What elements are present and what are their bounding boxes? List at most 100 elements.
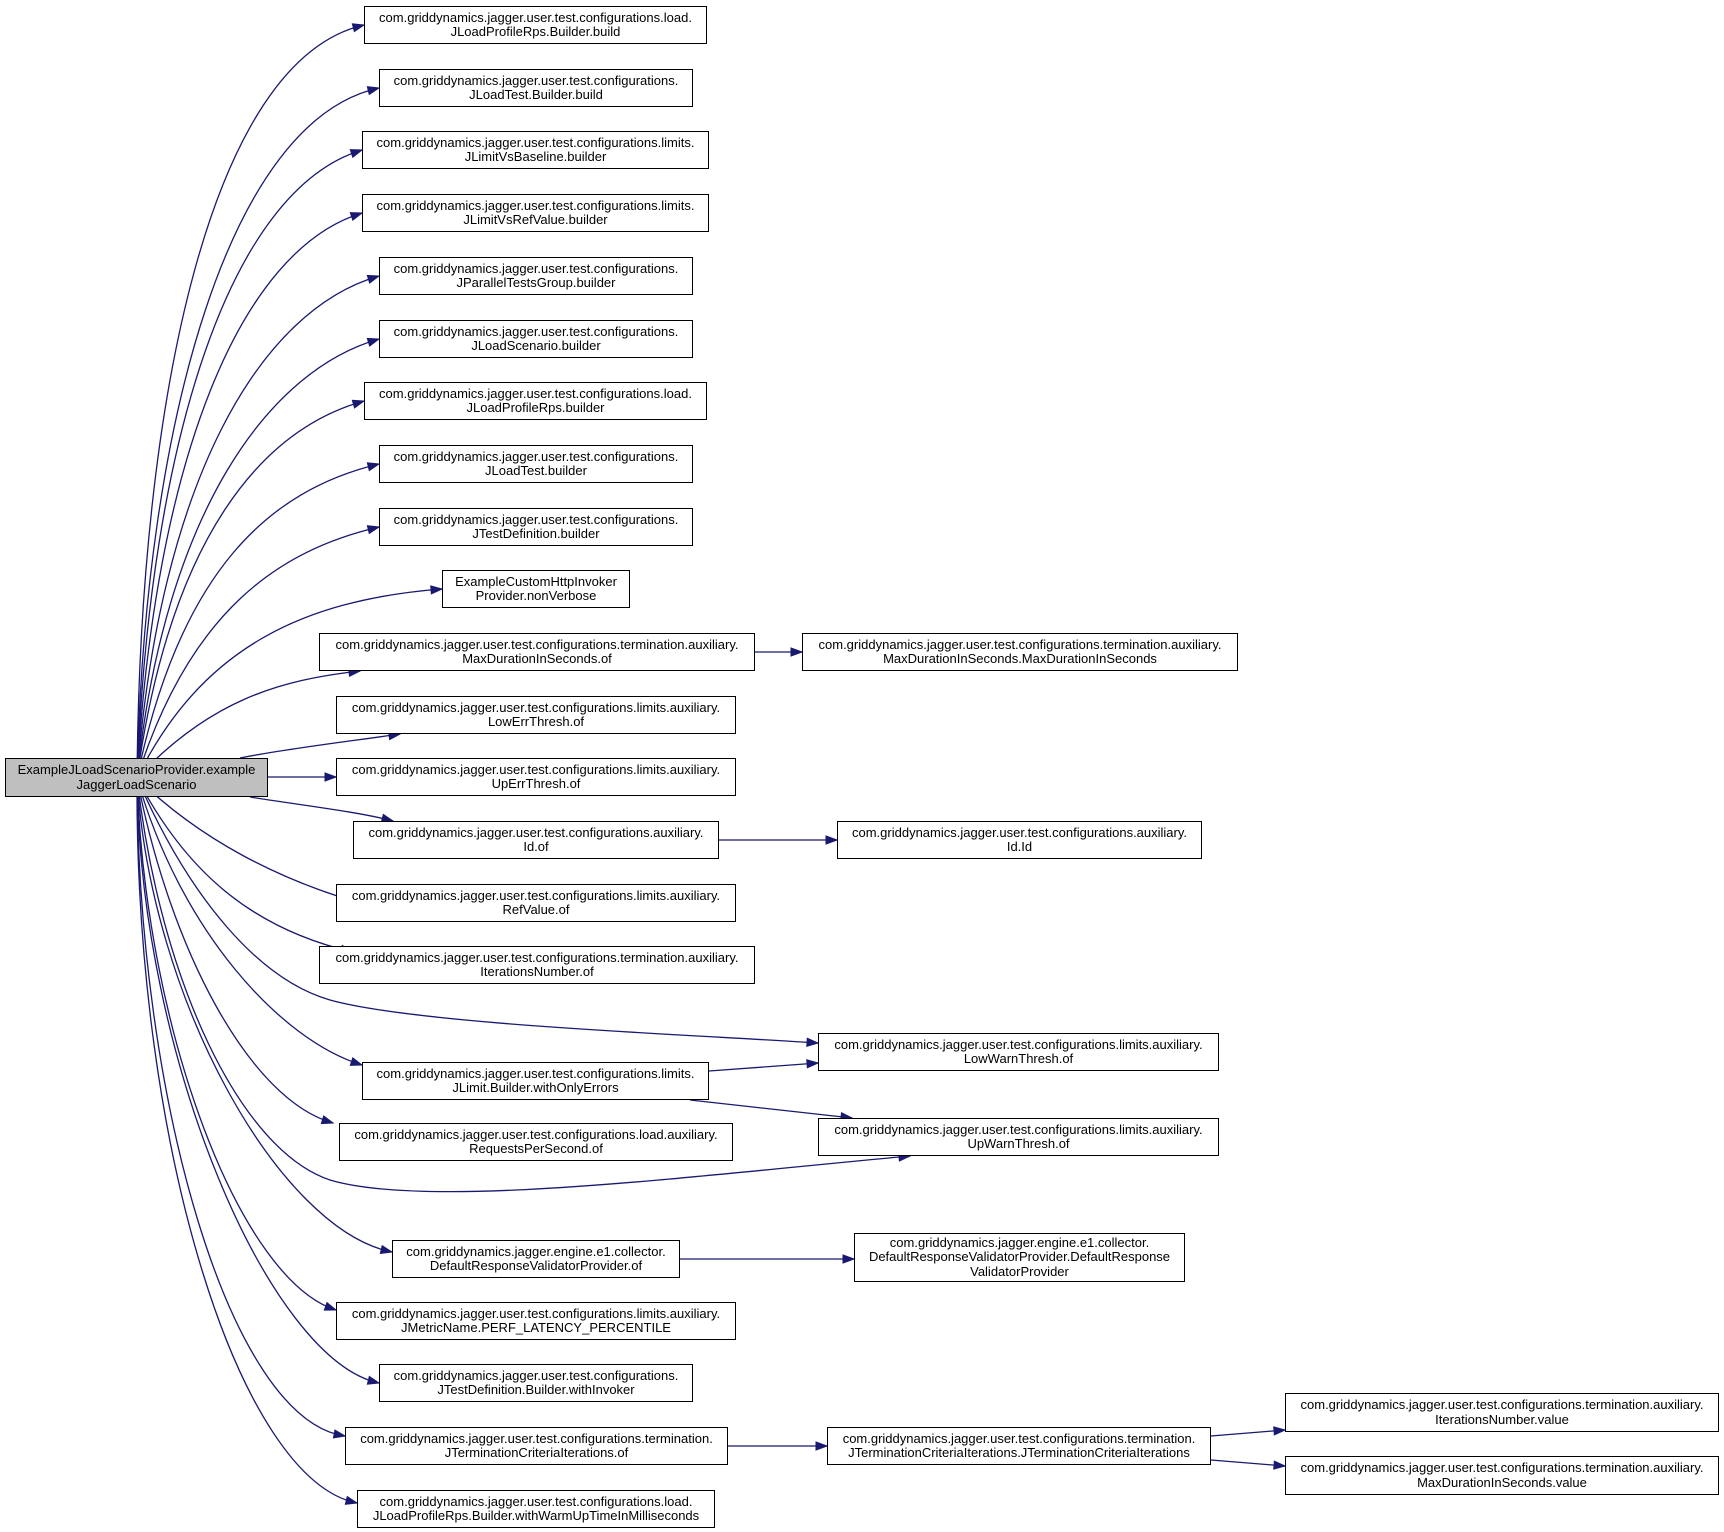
function-node[interactable]: com.griddynamics.jagger.user.test.config… (364, 6, 707, 44)
function-node[interactable]: com.griddynamics.jagger.user.test.config… (364, 382, 707, 420)
node-label-line: com.griddynamics.jagger.user.test.config… (351, 699, 721, 715)
function-node[interactable]: com.griddynamics.jagger.user.test.config… (818, 1118, 1219, 1156)
function-node[interactable]: com.griddynamics.jagger.user.test.config… (319, 633, 755, 671)
arrowhead-icon (323, 1301, 338, 1311)
node-label-line: JParallelTestsGroup.builder (456, 275, 616, 290)
function-node[interactable]: com.griddynamics.jagger.user.test.config… (353, 821, 719, 859)
function-node[interactable]: com.griddynamics.jagger.user.test.config… (357, 1490, 715, 1528)
node-label-line: JTerminationCriteriaIterations.of (444, 1445, 629, 1460)
call-edge (239, 733, 401, 759)
call-edge (136, 777, 337, 1311)
call-edge (136, 400, 365, 779)
function-node[interactable]: com.griddynamics.jagger.user.test.config… (379, 257, 693, 295)
call-edge (1210, 1459, 1286, 1467)
node-label-line: JLimitVsRefValue.builder (463, 212, 608, 227)
node-label-line: com.griddynamics.jagger.user.test.config… (335, 949, 739, 965)
node-label-line: JTestDefinition.Builder.withInvoker (437, 1382, 635, 1397)
node-label-line: JLimitVsBaseline.builder (464, 149, 607, 164)
node-label-line: Id.Id (1006, 839, 1033, 854)
arrowhead-icon (815, 1441, 829, 1451)
function-node[interactable]: com.griddynamics.jagger.user.test.config… (379, 445, 693, 483)
arrowhead-icon (324, 772, 338, 782)
call-edge (136, 777, 393, 1253)
call-edge (136, 777, 363, 1066)
node-label-line: IterationsNumber.value (1435, 1411, 1569, 1427)
arrowhead-icon (349, 1056, 364, 1066)
call-edge (136, 777, 911, 1193)
function-node[interactable]: com.griddynamics.jagger.user.test.config… (818, 1033, 1219, 1071)
node-label-line: com.griddynamics.jagger.user.test.config… (842, 1430, 1196, 1446)
arrowhead-icon (1273, 1460, 1287, 1470)
call-edge (136, 338, 380, 779)
function-node[interactable]: com.griddynamics.jagger.engine.e1.collec… (854, 1233, 1185, 1282)
function-node[interactable]: com.griddynamics.jagger.user.test.config… (827, 1427, 1211, 1465)
node-label-line: Id.of (523, 839, 549, 854)
node-label-line: com.griddynamics.jagger.user.test.config… (351, 1305, 721, 1321)
node-label-line: com.griddynamics.jagger.user.test.config… (354, 1126, 718, 1142)
node-label-line: com.griddynamics.jagger.user.test.config… (351, 887, 721, 903)
function-node[interactable]: com.griddynamics.jagger.user.test.config… (379, 1364, 693, 1402)
node-label-line: com.griddynamics.jagger.user.test.config… (834, 1036, 1203, 1052)
node-label-line: RequestsPerSecond.of (469, 1141, 603, 1156)
arrowhead-icon (351, 23, 366, 33)
node-label-line: JLoadTest.builder (485, 463, 587, 478)
function-node[interactable]: com.griddynamics.jagger.user.test.config… (1285, 1393, 1719, 1432)
node-label-line: JTerminationCriteriaIterations.JTerminat… (848, 1445, 1190, 1460)
arrowhead-icon (366, 462, 381, 472)
node-label-line: com.griddynamics.jagger.user.test.config… (376, 134, 695, 150)
node-label-line: com.griddynamics.jagger.user.test.config… (379, 1493, 693, 1509)
arrowhead-icon (344, 1495, 359, 1505)
call-edge (136, 24, 365, 779)
call-edge (136, 670, 361, 779)
arrowhead-icon (320, 1115, 335, 1125)
node-label-line: com.griddynamics.jagger.user.test.config… (1300, 1397, 1704, 1412)
node-label-line: com.griddynamics.jagger.user.test.config… (376, 1065, 695, 1081)
arrowhead-icon (349, 149, 364, 159)
node-label-line: com.griddynamics.jagger.user.test.config… (360, 1430, 713, 1446)
function-node[interactable]: com.griddynamics.jagger.user.test.config… (336, 1302, 736, 1340)
call-edge (136, 526, 380, 779)
node-label-line: com.griddynamics.jagger.user.test.config… (393, 511, 679, 527)
function-node[interactable]: com.griddynamics.jagger.user.test.config… (362, 194, 709, 232)
function-node[interactable]: com.griddynamics.jagger.user.test.config… (379, 508, 693, 546)
function-node[interactable]: com.griddynamics.jagger.user.test.config… (1285, 1456, 1719, 1495)
arrowhead-icon (366, 337, 381, 347)
function-node[interactable]: com.griddynamics.jagger.engine.e1.collec… (392, 1240, 680, 1278)
function-node[interactable]: com.griddynamics.jagger.user.test.config… (379, 320, 693, 358)
function-node[interactable]: com.griddynamics.jagger.user.test.config… (345, 1427, 728, 1465)
arrowhead-icon (351, 399, 366, 409)
function-node[interactable]: com.griddynamics.jagger.user.test.config… (336, 884, 736, 922)
function-node[interactable]: com.griddynamics.jagger.user.test.config… (362, 1062, 709, 1100)
arrowhead-icon (825, 835, 839, 845)
node-label-line: com.griddynamics.jagger.user.test.config… (393, 260, 679, 276)
arrowhead-icon (790, 647, 804, 657)
function-node[interactable]: com.griddynamics.jagger.user.test.config… (379, 69, 693, 107)
node-label-line: com.griddynamics.jagger.user.test.config… (851, 824, 1188, 840)
call-edge (136, 588, 443, 779)
call-edge (136, 275, 380, 779)
function-node[interactable]: com.griddynamics.jagger.user.test.config… (837, 821, 1202, 859)
function-node[interactable]: com.griddynamics.jagger.user.test.config… (362, 131, 709, 169)
node-label-line: DefaultResponseValidatorProvider.Default… (868, 1249, 1171, 1265)
node-label-line: DefaultResponseValidatorProvider.of (429, 1258, 643, 1273)
arrowhead-icon (332, 1429, 347, 1439)
arrowhead-icon (366, 86, 381, 96)
function-node[interactable]: com.griddynamics.jagger.user.test.config… (339, 1123, 733, 1161)
call-edge (708, 1062, 819, 1072)
node-label-line: LowWarnThresh.of (963, 1051, 1074, 1066)
function-node[interactable]: com.griddynamics.jagger.user.test.config… (336, 696, 736, 734)
call-edge (136, 777, 380, 1384)
node-label-line: com.griddynamics.jagger.user.test.config… (393, 448, 679, 464)
node-label-line: JMetricName.PERF_LATENCY_PERCENTILE (401, 1320, 671, 1335)
node-label-line: Provider.nonVerbose (475, 588, 597, 603)
function-node[interactable]: com.griddynamics.jagger.user.test.config… (319, 946, 755, 984)
node-label-line: com.griddynamics.jagger.user.test.config… (351, 761, 721, 777)
node-label-line: com.griddynamics.jagger.user.test.config… (1300, 1460, 1704, 1475)
node-label-line: MaxDurationInSeconds.value (1417, 1474, 1587, 1490)
node-label-line: JLimit.Builder.withOnlyErrors (452, 1080, 619, 1095)
function-node[interactable]: com.griddynamics.jagger.user.test.config… (802, 633, 1238, 671)
function-node[interactable]: com.griddynamics.jagger.user.test.config… (336, 758, 736, 796)
